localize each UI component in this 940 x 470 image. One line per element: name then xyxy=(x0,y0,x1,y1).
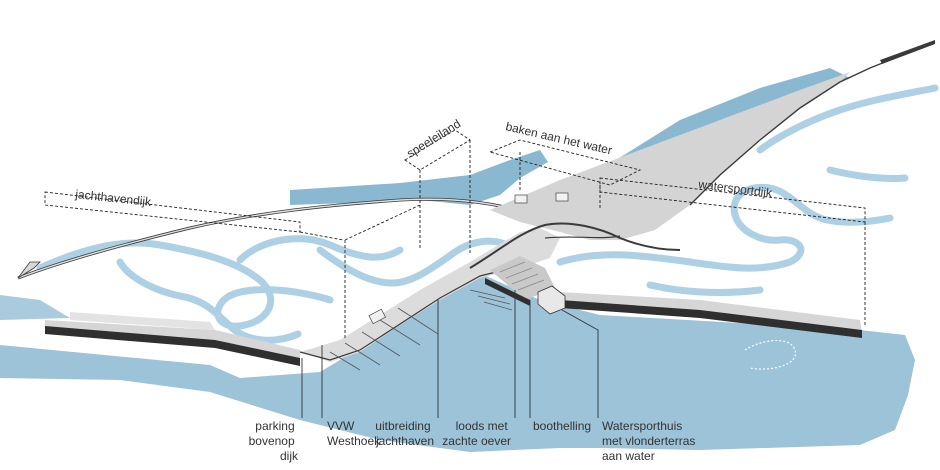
vvw-building xyxy=(368,308,387,325)
label-boothelling: boothelling xyxy=(533,419,591,433)
leader-lines xyxy=(301,290,599,418)
label-parking: parking bovenop dijk xyxy=(249,419,299,463)
frame-baken xyxy=(488,139,642,186)
label-jachthavendijk: jachthavendijk xyxy=(74,187,153,209)
label-speeleiland: speeleiland xyxy=(404,116,463,160)
boat-route xyxy=(744,339,797,370)
upper-lake xyxy=(290,150,548,205)
label-watersporthuis: Watersporthuis met vlonderterras aan wat… xyxy=(602,419,699,463)
harbour-water xyxy=(0,268,915,452)
marina-jetties xyxy=(329,289,513,371)
creeks xyxy=(36,84,939,344)
watersportdijk-dike xyxy=(490,72,850,240)
label-loods: loods met zachte oever xyxy=(442,419,511,448)
watersporthuis-building xyxy=(537,285,566,315)
label-uitbreiding: uitbreiding jachthaven xyxy=(375,419,434,448)
central-peninsula xyxy=(300,228,560,362)
baken-building-1 xyxy=(514,194,528,204)
label-baken: baken aan het water xyxy=(504,119,613,157)
baken-building-2 xyxy=(555,192,569,202)
boat-slip xyxy=(490,256,555,300)
left-water-strip xyxy=(0,295,70,320)
label-vvw: VVW Westhoek xyxy=(327,419,381,448)
junction-road xyxy=(469,222,681,269)
